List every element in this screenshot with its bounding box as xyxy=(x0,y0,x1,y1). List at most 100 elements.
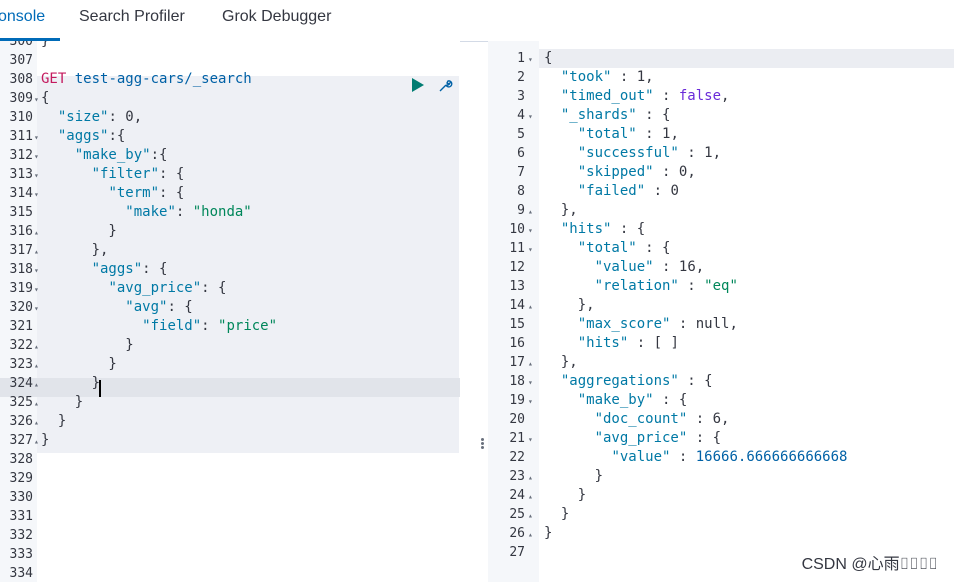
request-line: 315 "make": "honda" xyxy=(0,203,460,222)
line-number: 333 xyxy=(9,547,33,562)
code-text: "failed" : 0 xyxy=(577,183,679,199)
fold-open-icon[interactable]: ▾ xyxy=(34,152,39,161)
code-text: "successful" : 1, xyxy=(577,145,722,161)
code-text: "filter": { xyxy=(91,166,185,182)
code-text: "avg_price" : { xyxy=(594,430,722,446)
request-line: 314▾ "term": { xyxy=(0,184,460,203)
code-text: "size": 0, xyxy=(57,109,143,125)
fold-close-icon[interactable]: ▴ xyxy=(528,207,533,216)
code-text: } xyxy=(41,375,101,391)
code-text: "value" : 16, xyxy=(594,259,705,275)
response-line: 16 "hits" : [ ] xyxy=(488,334,954,353)
request-line: 317▴ }, xyxy=(0,241,460,260)
response-line: 9▴ }, xyxy=(488,201,954,220)
fold-close-icon[interactable]: ▴ xyxy=(34,399,39,408)
code-text: }, xyxy=(544,202,578,218)
code-text: "aggs":{ xyxy=(57,128,126,144)
fold-open-icon[interactable]: ▾ xyxy=(34,285,39,294)
fold-open-icon[interactable]: ▾ xyxy=(528,435,533,444)
tab-grok-debugger[interactable]: Grok Debugger xyxy=(222,8,332,25)
line-number: 10 xyxy=(509,222,525,237)
response-line: 1▾ { xyxy=(488,49,954,68)
request-line: 331 xyxy=(0,507,460,526)
line-number: 25 xyxy=(509,507,525,522)
fold-close-icon[interactable]: ▴ xyxy=(34,361,39,370)
line-number: 315 xyxy=(9,205,33,220)
request-line: 309▾{ xyxy=(0,89,460,108)
request-line: 334 xyxy=(0,564,460,582)
fold-open-icon[interactable]: ▾ xyxy=(34,266,39,275)
request-gutter xyxy=(0,41,37,582)
request-line: 318▾ "aggs": { xyxy=(0,260,460,279)
text-caret xyxy=(99,380,101,397)
request-line: 321 "field": "price" xyxy=(0,317,460,336)
line-number: 325 xyxy=(9,395,33,410)
fold-close-icon[interactable]: ▴ xyxy=(34,342,39,351)
fold-close-icon[interactable]: ▴ xyxy=(528,359,533,368)
tab-search-profiler[interactable]: Search Profiler xyxy=(79,8,185,25)
line-number: 2 xyxy=(517,70,525,85)
play-icon[interactable] xyxy=(412,78,424,92)
fold-close-icon[interactable]: ▴ xyxy=(34,228,39,237)
fold-close-icon[interactable]: ▴ xyxy=(528,530,533,539)
code-text: } xyxy=(544,487,587,503)
line-number: 23 xyxy=(509,469,525,484)
fold-close-icon[interactable]: ▴ xyxy=(528,511,533,520)
fold-open-icon[interactable]: ▾ xyxy=(528,378,533,387)
fold-open-icon[interactable]: ▾ xyxy=(34,171,39,180)
fold-open-icon[interactable]: ▾ xyxy=(34,133,39,142)
tab-console[interactable]: onsole xyxy=(0,8,46,25)
line-number: 1 xyxy=(517,51,525,66)
request-line: 324▴ } xyxy=(0,374,460,393)
response-line: 14▴ }, xyxy=(488,296,954,315)
code-text: }, xyxy=(41,242,109,258)
fold-open-icon[interactable]: ▾ xyxy=(34,190,39,199)
code-text: "make_by":{ xyxy=(74,147,168,163)
line-number: 6 xyxy=(517,146,525,161)
fold-close-icon[interactable]: ▴ xyxy=(34,418,39,427)
wrench-icon[interactable] xyxy=(437,78,453,94)
line-number: 321 xyxy=(9,319,33,334)
request-line: 319▾ "avg_price": { xyxy=(0,279,460,298)
fold-close-icon[interactable]: ▴ xyxy=(528,492,533,501)
request-line: 325▴ } xyxy=(0,393,460,412)
response-line: 5 "total" : 1, xyxy=(488,125,954,144)
code-text: } xyxy=(41,413,67,429)
fold-close-icon[interactable]: ▴ xyxy=(34,247,39,256)
fold-open-icon[interactable]: ▾ xyxy=(528,226,533,235)
fold-open-icon[interactable]: ▾ xyxy=(34,95,39,104)
code-text: "field": "price" xyxy=(142,318,278,334)
response-viewer: 1▾{2 "took" : 1,3 "timed_out" : false,4▾… xyxy=(488,41,954,582)
line-number: 310 xyxy=(9,110,33,125)
fold-open-icon[interactable]: ▾ xyxy=(528,112,533,121)
line-number: 329 xyxy=(9,471,33,486)
line-number: 19 xyxy=(509,393,525,408)
fold-close-icon[interactable]: ▴ xyxy=(528,473,533,482)
code-text: { xyxy=(544,50,553,66)
line-number: 313 xyxy=(9,167,33,182)
line-number: 327 xyxy=(9,433,33,448)
fold-close-icon[interactable]: ▴ xyxy=(34,380,39,389)
code-text: "avg_price": { xyxy=(108,280,227,296)
code-text: "took" : 1, xyxy=(560,69,654,85)
response-line: 19▾ "make_by" : { xyxy=(488,391,954,410)
code-text: } xyxy=(41,394,84,410)
fold-open-icon[interactable]: ▾ xyxy=(34,304,39,313)
code-text: } xyxy=(544,506,570,522)
fold-open-icon[interactable]: ▾ xyxy=(528,245,533,254)
fold-open-icon[interactable]: ▾ xyxy=(528,397,533,406)
response-line: 7 "skipped" : 0, xyxy=(488,163,954,182)
fold-close-icon[interactable]: ▴ xyxy=(34,437,39,446)
code-text: } xyxy=(544,468,604,484)
code-text: "_shards" : { xyxy=(560,107,671,123)
fold-open-icon[interactable]: ▾ xyxy=(528,55,533,64)
line-number: 332 xyxy=(9,528,33,543)
code-text: "hits" : [ ] xyxy=(577,335,679,351)
code-text: } xyxy=(544,525,553,541)
line-number: 308 xyxy=(9,72,33,87)
response-line: 11▾ "total" : { xyxy=(488,239,954,258)
pane-resize-handle[interactable] xyxy=(479,437,485,451)
response-line: 6 "successful" : 1, xyxy=(488,144,954,163)
fold-close-icon[interactable]: ▴ xyxy=(528,302,533,311)
